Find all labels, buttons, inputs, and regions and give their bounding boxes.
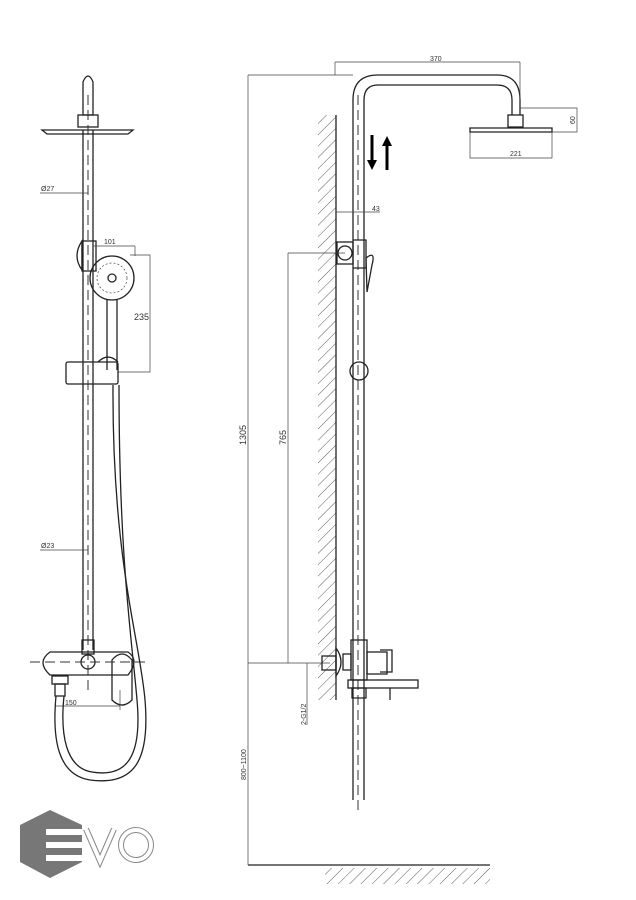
- hand-shower-handle: [106, 300, 118, 370]
- dim-connection: 2-G1/2: [301, 703, 308, 725]
- shower-arm: [352, 74, 521, 800]
- rod-top: [82, 75, 94, 116]
- arrow-down-icon: [367, 160, 377, 170]
- hose: [54, 384, 147, 782]
- mixer-body: [42, 651, 135, 676]
- dim-mixer-width: 150: [65, 700, 77, 707]
- dim-mixer-height: 800~1100: [241, 749, 248, 780]
- dim-rod-bottom: Ø23: [41, 543, 54, 550]
- dim-wall-offset: 43: [372, 206, 380, 213]
- shower-rod: [82, 130, 94, 650]
- front-view: Ø27 101 235 Ø23 150: [30, 75, 151, 782]
- mixer-lever: [111, 653, 133, 706]
- dim-head-height: 60: [570, 116, 577, 124]
- dim-rod-top: Ø27: [41, 186, 54, 193]
- dim-head-diameter: 221: [510, 151, 522, 158]
- evo-logo: [20, 810, 154, 878]
- holder-lever: [365, 254, 374, 293]
- hand-shower: [89, 255, 135, 301]
- slide-bar: [65, 361, 119, 385]
- bath-spout: [347, 679, 419, 689]
- dim-mixer-holder: 765: [278, 430, 288, 445]
- dim-hand-width: 101: [104, 239, 116, 246]
- arrow-up-icon: [382, 136, 392, 146]
- dim-arm-reach: 370: [430, 56, 442, 63]
- head-connector: [77, 114, 99, 128]
- slide-knob: [349, 361, 369, 381]
- holder-cap: [76, 238, 83, 273]
- rain-showerhead: [40, 129, 135, 135]
- side-showerhead: [469, 127, 553, 133]
- dim-hand-length: 235: [134, 312, 149, 322]
- side-view: 370 221 60 43 1305 765 2-G1/2 800~1100: [238, 56, 578, 884]
- dim-total-height: 1305: [238, 425, 248, 445]
